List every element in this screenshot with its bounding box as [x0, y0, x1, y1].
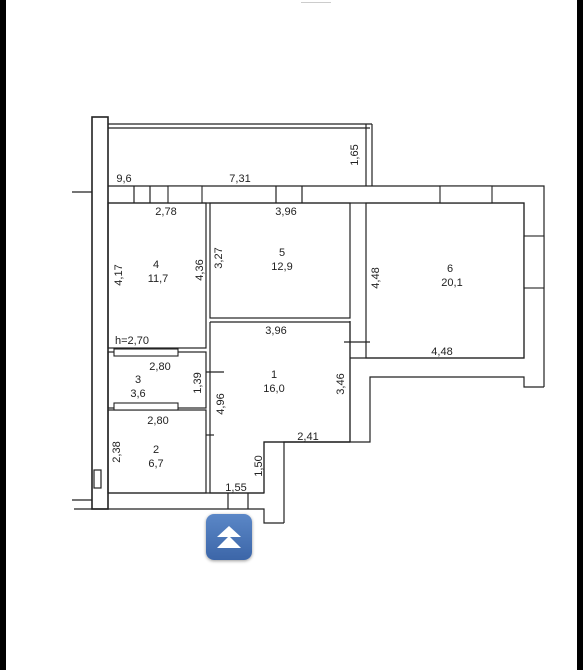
- dim-2-38: 2,38: [111, 441, 123, 462]
- window-room-6-side: [523, 235, 545, 289]
- dim-4-96: 4,96: [215, 393, 227, 414]
- room-6-number: 6: [447, 263, 453, 275]
- floor-plan-viewer: 4 11,7 5 12,9 6 20,1 3 3,6 1 16,0 2 6,7 …: [6, 0, 577, 670]
- room-3-number: 3: [135, 374, 141, 386]
- room-4-number: 4: [153, 259, 159, 271]
- outer-wall-left: [91, 116, 109, 510]
- small-niche: [93, 469, 102, 489]
- outer-wall-bottom: [74, 508, 284, 524]
- room-1-outline: [209, 321, 351, 494]
- dim-4-48-h: 4,48: [431, 346, 452, 358]
- corridor-wall-b: [263, 441, 350, 493]
- dim-h-2-70: h=2,70: [115, 335, 149, 347]
- window-room-4: [167, 185, 203, 204]
- room-4-outline: [107, 202, 207, 349]
- window-room-6: [439, 185, 493, 204]
- dim-3-46: 3,46: [335, 373, 347, 394]
- room-5-area: 12,9: [271, 261, 292, 273]
- dim-2-80-b: 2,80: [147, 415, 168, 427]
- dim-1-50: 1,50: [253, 455, 265, 476]
- dim-7-31: 7,31: [229, 173, 250, 185]
- room-2-number: 2: [153, 444, 159, 456]
- top-wall-outer: [108, 185, 545, 387]
- dim-3-27: 3,27: [213, 247, 225, 268]
- room-1-area: 16,0: [263, 383, 284, 395]
- dim-1-39: 1,39: [192, 372, 204, 393]
- fixture-bar-2: [113, 402, 179, 411]
- dim-3-96-mid: 3,96: [265, 325, 286, 337]
- dim-2-80-a: 2,80: [149, 361, 170, 373]
- dim-4-17: 4,17: [113, 264, 125, 285]
- scroll-top-button[interactable]: [206, 514, 252, 560]
- room-1-number: 1: [271, 369, 277, 381]
- floor-plan: 4 11,7 5 12,9 6 20,1 3 3,6 1 16,0 2 6,7 …: [72, 116, 545, 524]
- dim-1-65: 1,65: [349, 144, 361, 165]
- fixture-bar-1: [113, 348, 179, 357]
- dim-2-78: 2,78: [155, 206, 176, 218]
- top-edge-mark: [301, 0, 331, 3]
- room-4-area: 11,7: [148, 273, 169, 285]
- dim-1-55: 1,55: [225, 482, 246, 494]
- room-3-area: 3,6: [130, 388, 145, 400]
- dim-4-36: 4,36: [194, 259, 206, 280]
- dim-4-48-v: 4,48: [370, 267, 382, 288]
- double-chevron-up-icon: [217, 526, 241, 548]
- room-6-area: 20,1: [441, 277, 462, 289]
- dim-3-96-top: 3,96: [275, 206, 296, 218]
- room-5-number: 5: [279, 247, 285, 259]
- right-lower-wall: [283, 376, 544, 523]
- dim-9-6: 9,6: [116, 173, 131, 185]
- room-2-area: 6,7: [148, 458, 163, 470]
- room-6-outline: [365, 202, 525, 359]
- room-5-outline: [209, 202, 351, 319]
- dim-2-41: 2,41: [297, 431, 318, 443]
